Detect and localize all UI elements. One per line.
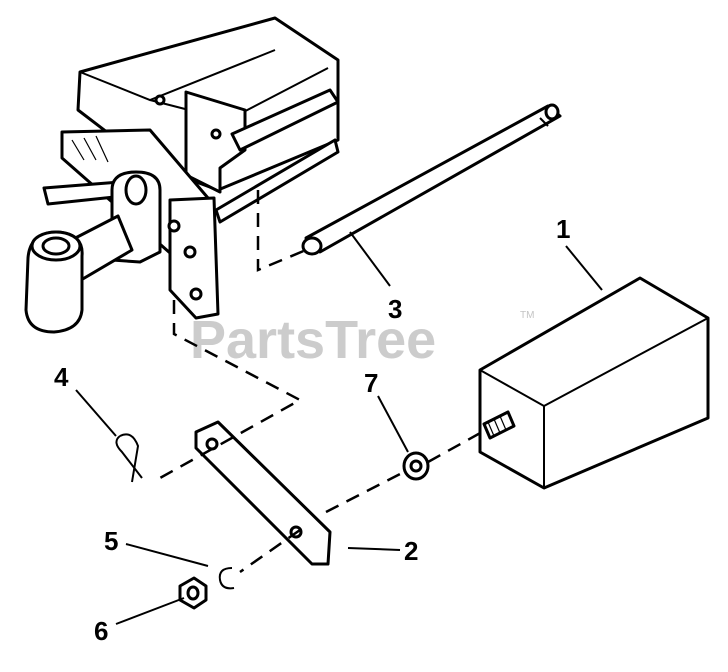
callout-2: 2 <box>404 536 418 566</box>
part-3-rod <box>301 103 562 256</box>
wall-hatch <box>95 135 109 163</box>
watermark-trademark: TM <box>520 310 534 321</box>
pivot-tube-inner <box>41 236 71 256</box>
rod-pin-hole <box>539 117 549 127</box>
plate-hole-2 <box>183 245 197 259</box>
link-plate-hole-top <box>205 437 219 451</box>
watermark-text: PartsTree <box>190 310 436 370</box>
clip-leg-2 <box>119 433 140 483</box>
callout-5: 5 <box>104 526 118 556</box>
link-plate-edge <box>217 421 331 533</box>
callout-7: 7 <box>364 368 378 398</box>
callout-3: 3 <box>388 294 402 324</box>
lock-washer <box>218 567 235 590</box>
flange-ledge <box>230 88 340 152</box>
leader-lines <box>75 231 603 625</box>
housing-hole <box>154 94 166 106</box>
assembly-lines <box>159 190 483 574</box>
wall-hatch <box>83 137 97 161</box>
part-4-hairpin-clip <box>115 433 143 483</box>
watermark: PartsTree TM <box>190 310 534 370</box>
stud-thread <box>487 421 495 437</box>
part-1-block <box>478 276 710 490</box>
dash-plate-to-lock-washer <box>239 528 301 574</box>
plate-hole-3 <box>189 287 203 301</box>
callout-6: 6 <box>94 616 108 646</box>
leader-6 <box>115 597 185 625</box>
block-body <box>478 276 710 490</box>
leader-1 <box>565 245 603 291</box>
dash-plate-to-clip <box>159 300 303 480</box>
housing-rail-2 <box>214 138 340 224</box>
part-5-lock-washer <box>218 567 235 590</box>
callout-labels: 1 2 3 4 5 6 7 <box>54 214 570 646</box>
part-6-hex-nut <box>178 576 208 610</box>
plate-hole-1 <box>167 219 181 233</box>
part-2-link-plate <box>194 420 332 566</box>
frame-bracket-assembly <box>24 16 340 334</box>
dash-rod-to-frame <box>256 190 307 272</box>
rod-end-far <box>544 103 560 121</box>
dash-washer-to-stud <box>427 430 483 464</box>
hex-nut-hole <box>186 585 200 601</box>
pivot-slot <box>124 174 148 206</box>
rod-body <box>304 104 562 254</box>
leader-4 <box>75 389 117 437</box>
stud-thread <box>493 418 501 434</box>
leader-5 <box>125 543 209 567</box>
wall-hatch <box>71 139 85 161</box>
rod-end-near <box>301 236 323 256</box>
washer-hole <box>409 459 423 473</box>
housing-hole-2 <box>210 128 222 140</box>
callout-1: 1 <box>556 214 570 244</box>
leader-7 <box>377 395 409 453</box>
leader-3 <box>349 231 391 287</box>
leader-2 <box>347 547 401 551</box>
part-7-washer <box>402 451 430 481</box>
clip-leg-1 <box>115 435 143 479</box>
stud-thread <box>499 415 507 431</box>
dash-plate-to-washer <box>325 470 405 514</box>
mounting-plate <box>168 196 220 320</box>
callout-4: 4 <box>54 362 69 392</box>
